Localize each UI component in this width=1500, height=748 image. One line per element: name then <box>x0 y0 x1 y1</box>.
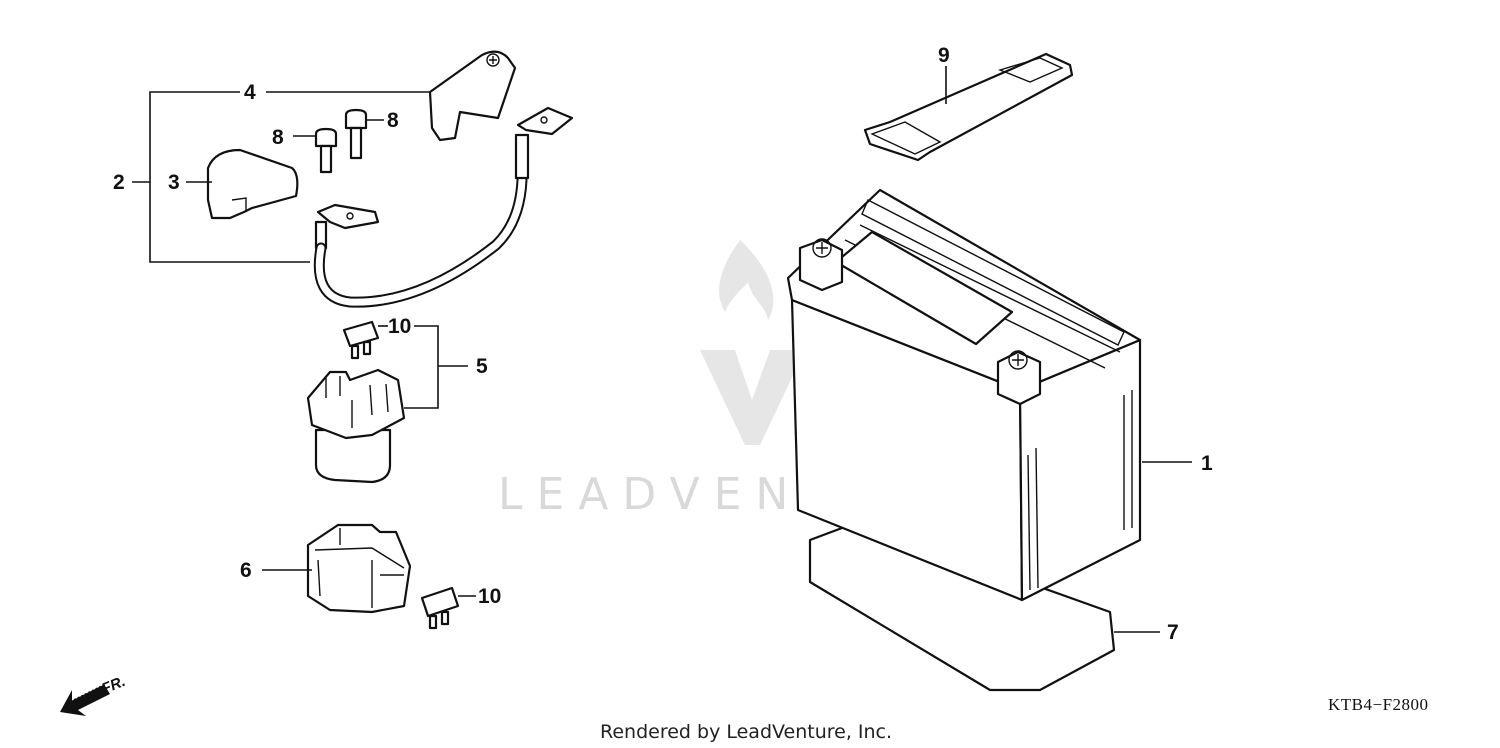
part-3-cover <box>206 148 299 220</box>
leadventure-logo-icon <box>700 240 805 445</box>
callout-1: 1 <box>1201 452 1213 475</box>
part-1-battery <box>786 188 1142 602</box>
part-9-strap <box>863 52 1074 162</box>
front-direction-arrow-icon <box>60 683 110 716</box>
part-8-bolt-a <box>344 108 368 160</box>
part-5-relay <box>306 368 406 484</box>
part-6-boot <box>306 523 412 614</box>
part-4-cap <box>428 50 517 142</box>
callout-8a: 8 <box>272 126 284 149</box>
part-10-fuse-a <box>342 320 380 360</box>
footer-credit: Rendered by LeadVenture, Inc. <box>600 721 892 743</box>
ref-code: KTB4−F2800 <box>1328 695 1429 714</box>
part-10-fuse-b <box>420 586 460 630</box>
part-cable <box>313 106 574 308</box>
callout-9: 9 <box>938 44 950 67</box>
callout-7: 7 <box>1167 621 1179 644</box>
callout-5: 5 <box>476 355 488 378</box>
callout-8b: 8 <box>387 109 399 132</box>
callout-2: 2 <box>113 171 125 194</box>
callout-6: 6 <box>240 559 252 582</box>
direction-label: FR. <box>99 673 128 698</box>
leader-bracket-4 <box>149 91 310 263</box>
leader-bracket-5 <box>404 325 439 409</box>
callout-3: 3 <box>168 171 180 194</box>
part-8-bolt-b <box>314 127 338 174</box>
callout-10b: 10 <box>478 585 501 608</box>
callout-4: 4 <box>244 81 256 104</box>
callout-10a: 10 <box>388 315 411 338</box>
